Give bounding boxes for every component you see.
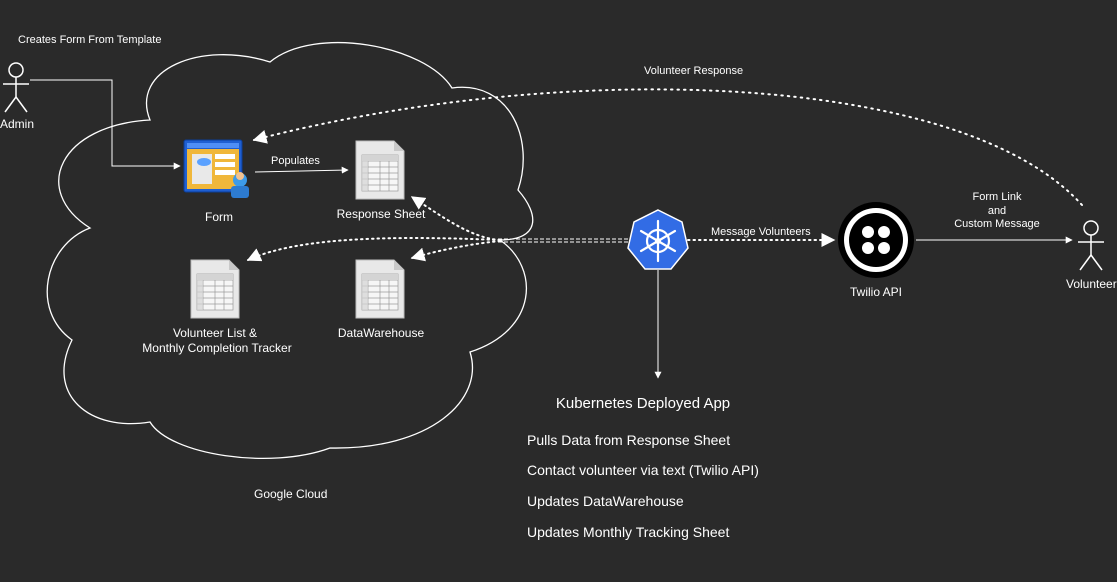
edge-cloud-to-kubernetes [498, 238, 630, 243]
label-message-volunteers: Message Volunteers [711, 226, 811, 238]
label-form-link: Form Link [972, 191, 1022, 203]
label-datawarehouse: DataWarehouse [337, 326, 425, 340]
label-volunteer-response: Volunteer Response [644, 65, 744, 77]
volunteer-list-sheet-icon [190, 259, 240, 319]
app-step: Pulls Data from Response Sheet [527, 432, 731, 448]
label-custom-message: Custom Message [954, 218, 1040, 230]
app-step: Updates Monthly Tracking Sheet [527, 524, 730, 540]
app-title: Kubernetes Deployed App [555, 395, 731, 412]
label-form: Form [205, 210, 233, 224]
label-admin: Admin [0, 117, 35, 131]
edge-admin-to-form [30, 79, 181, 170]
datawarehouse-sheet-icon [355, 259, 405, 319]
google-cloud-outline [46, 42, 534, 460]
label-twilio-api: Twilio API [849, 285, 903, 299]
label-and: and [987, 205, 1007, 217]
edge-app-to-volunteer-list [246, 237, 501, 262]
edge-app-to-response-sheet [410, 196, 501, 241]
form-window-icon [183, 139, 249, 198]
volunteer-actor-icon [1077, 220, 1105, 271]
label-volunteer-list-line1: Volunteer List & [172, 326, 258, 340]
label-google-cloud: Google Cloud [254, 487, 328, 501]
edge-volunteer-response [252, 88, 1083, 206]
admin-actor-icon [2, 62, 30, 113]
label-creates-form: Creates Form From Template [18, 34, 162, 46]
kubernetes-helm-icon [627, 209, 689, 270]
edge-app-to-datawarehouse [410, 240, 501, 262]
label-response-sheet: Response Sheet [336, 207, 426, 221]
app-step: Updates DataWarehouse [527, 493, 684, 509]
app-step: Contact volunteer via text (Twilio API) [527, 462, 759, 478]
response-sheet-icon [355, 140, 405, 200]
label-volunteer: Volunteer [1066, 277, 1117, 291]
label-populates: Populates [271, 155, 320, 167]
twilio-logo-icon [838, 202, 914, 278]
label-volunteer-list-line2: Monthly Completion Tracker [142, 341, 292, 355]
edge-form-to-sheet [254, 166, 349, 174]
